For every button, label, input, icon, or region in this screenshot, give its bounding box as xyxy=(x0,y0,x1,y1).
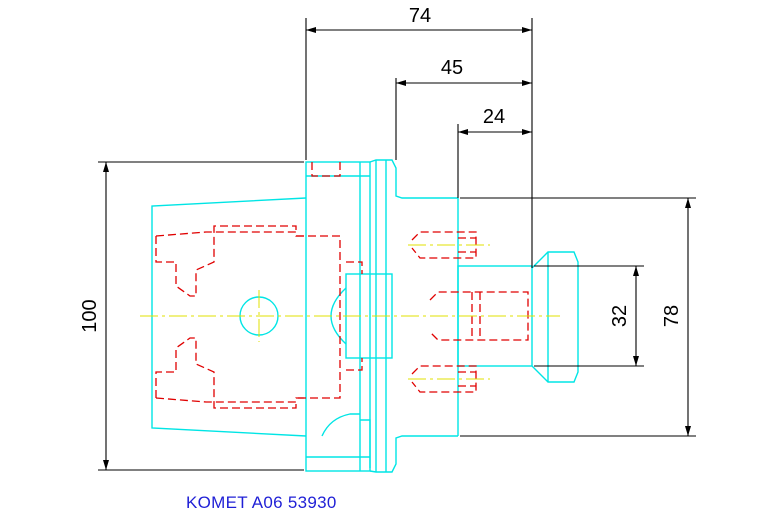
dim-label-32: 32 xyxy=(609,305,631,327)
dim-label-45: 45 xyxy=(441,57,463,79)
dim-label-24: 24 xyxy=(483,106,505,128)
centerlines xyxy=(140,244,560,380)
dim-label-78: 78 xyxy=(661,305,683,327)
hidden-lines xyxy=(155,162,529,409)
dim-label-74: 74 xyxy=(409,5,431,27)
dimension-lines xyxy=(98,18,696,471)
dim-label-100: 100 xyxy=(79,299,101,332)
drawing-caption: KOMET A06 53930 xyxy=(186,493,337,512)
